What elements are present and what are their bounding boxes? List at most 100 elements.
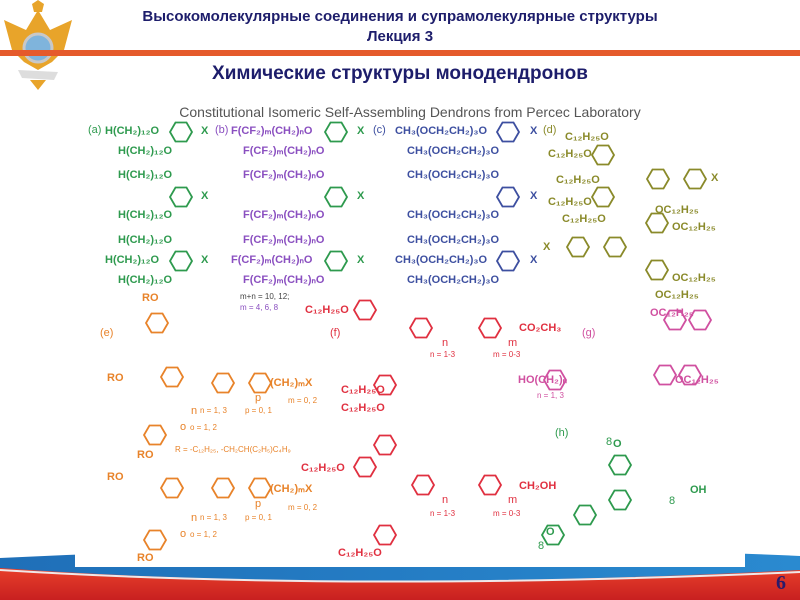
m-index: m	[508, 337, 518, 349]
benzene-ring-icon	[144, 312, 170, 334]
panel-b-chain: F(CF₂)ₘ(CH₂)ₙO	[231, 254, 313, 266]
x-group: X	[201, 190, 209, 202]
benzene-ring-icon	[408, 317, 434, 339]
benzene-ring-icon	[495, 250, 521, 272]
benzene-ring-icon	[323, 121, 349, 143]
n-index: n	[442, 494, 449, 506]
x-group: X	[711, 172, 719, 184]
panel-e-label: (e)	[100, 327, 114, 339]
benzene-ring-icon	[247, 477, 273, 499]
panel-b-label: (b)	[215, 124, 229, 136]
dendron-structures-figure: Constitutional Isomeric Self-Assembling …	[75, 95, 745, 567]
header-divider	[0, 50, 800, 56]
figure-caption: Constitutional Isomeric Self-Assembling …	[179, 104, 641, 120]
panel-b-chain: F(CF₂)ₘ(CH₂)ₙO	[243, 169, 325, 181]
panel-c-chain: CH₃(OCH₂CH₂)₃O	[407, 145, 500, 157]
benzene-ring-icon	[652, 364, 678, 386]
hydroxyl-group: OH	[690, 484, 707, 496]
benzene-ring-icon	[590, 186, 616, 208]
panel-d-chain: C₁₂H₂₅O	[548, 148, 592, 160]
panel-g-chain: OC₁₂H₂₅	[675, 374, 719, 386]
panel-b-note: m = 4, 6, 8	[240, 303, 279, 312]
page-number: 6	[776, 572, 786, 594]
benzene-ring-icon	[477, 474, 503, 496]
benzene-ring-icon	[590, 144, 616, 166]
panel-f-chain: C₁₂H₂₅O	[301, 462, 345, 474]
panel-a-chain: H(CH₂)₁₂O	[105, 125, 160, 137]
x-group: X	[543, 241, 551, 253]
panel-e-note: n = 1, 3	[200, 406, 227, 415]
benzene-ring-icon	[323, 250, 349, 272]
panel-f-chain: C₁₂H₂₅O	[341, 384, 385, 396]
benzene-ring-icon	[410, 474, 436, 496]
panel-f-note: n = 1-3	[430, 350, 456, 359]
panel-a-chain: H(CH₂)₁₂O	[118, 234, 173, 246]
panel-c-chain: CH₃(OCH₂CH₂)₃O	[407, 234, 500, 246]
panel-f-chain: C₁₂H₂₅O	[341, 402, 385, 414]
ro-group: RO	[137, 449, 154, 461]
ether-oxygen: O	[546, 526, 555, 538]
panel-g-head: HO(CH₂)ₙ	[518, 374, 567, 386]
panel-e-note: m = 0, 2	[288, 396, 318, 405]
panel-b-chain: F(CF₂)ₘ(CH₂)ₙO	[243, 234, 325, 246]
benzene-ring-icon	[323, 186, 349, 208]
panel-f-note: n = 1-3	[430, 509, 456, 518]
benzene-ring-icon	[572, 504, 598, 526]
benzene-ring-icon	[607, 489, 633, 511]
panel-b-chain: F(CF₂)ₘ(CH₂)ₙO	[231, 125, 313, 137]
panel-f-chain: C₁₂H₂₅O	[338, 547, 382, 559]
panel-e-tail: (CH₂)ₘX	[270, 377, 313, 389]
benzene-ring-icon	[602, 236, 628, 258]
panel-b-note: m+n = 10, 12;	[240, 292, 290, 301]
benzene-ring-icon	[159, 366, 185, 388]
x-group: X	[357, 254, 365, 266]
benzene-ring-icon	[542, 369, 568, 391]
panel-f-tail: CO₂CH₃	[519, 322, 562, 334]
panel-f-tail: CH₂OH	[519, 480, 557, 492]
x-group: X	[530, 254, 538, 266]
ether-oxygen: O	[613, 438, 622, 450]
benzene-ring-icon	[352, 456, 378, 478]
panel-e-r-definition: R = -C₁₂H₂₅, -CH₂CH(C₂H₅)C₄H₉	[175, 445, 291, 454]
benzene-ring-icon	[372, 434, 398, 456]
panel-d-chain-right: OC₁₂H₂₅	[655, 289, 699, 301]
x-group: X	[201, 125, 209, 137]
panel-f-chain: C₁₂H₂₅O	[305, 304, 349, 316]
benzene-ring-icon	[495, 186, 521, 208]
lecture-number: Лекция 3	[366, 28, 434, 45]
panel-c-chain: CH₃(OCH₂CH₂)₃O	[407, 209, 500, 221]
ro-group: RO	[137, 552, 154, 564]
benzene-ring-icon	[477, 317, 503, 339]
o-index: o	[180, 421, 187, 433]
m-index: m	[508, 494, 518, 506]
x-group: X	[530, 125, 538, 137]
ro-group: RO	[107, 471, 124, 483]
benzene-ring-icon	[168, 121, 194, 143]
benzene-ring-icon	[607, 454, 633, 476]
benzene-ring-icon	[168, 186, 194, 208]
n-index: n	[191, 405, 198, 417]
panel-h-label: (h)	[555, 427, 569, 439]
x-group: X	[357, 125, 365, 137]
chemical-rings-layer	[142, 121, 713, 551]
chain-length-index: 8	[669, 495, 676, 507]
panel-d-chain-right: OC₁₂H₂₅	[672, 221, 716, 233]
panel-e-note: p = 0, 1	[245, 406, 272, 415]
panel-b-chain: F(CF₂)ₘ(CH₂)ₙO	[243, 145, 325, 157]
benzene-ring-icon	[372, 524, 398, 546]
panel-b-chain: F(CF₂)ₘ(CH₂)ₙO	[243, 274, 325, 286]
panel-e-note: n = 1, 3	[200, 513, 227, 522]
benzene-ring-icon	[565, 236, 591, 258]
panel-b-chain: F(CF₂)ₘ(CH₂)ₙO	[243, 209, 325, 221]
ro-group: RO	[142, 292, 159, 304]
slide-title: Химические структуры монодендронов	[212, 63, 588, 84]
p-index: p	[255, 392, 262, 404]
benzene-ring-icon	[142, 424, 168, 446]
panel-d-chain-right: OC₁₂H₂₅	[672, 272, 716, 284]
benzene-ring-icon	[352, 299, 378, 321]
n-index: n	[442, 337, 449, 349]
benzene-ring-icon	[372, 374, 398, 396]
panel-f-note: m = 0-3	[493, 509, 521, 518]
panel-c-chain: CH₃(OCH₂CH₂)₃O	[407, 169, 500, 181]
chain-length-index: 8	[606, 436, 613, 448]
